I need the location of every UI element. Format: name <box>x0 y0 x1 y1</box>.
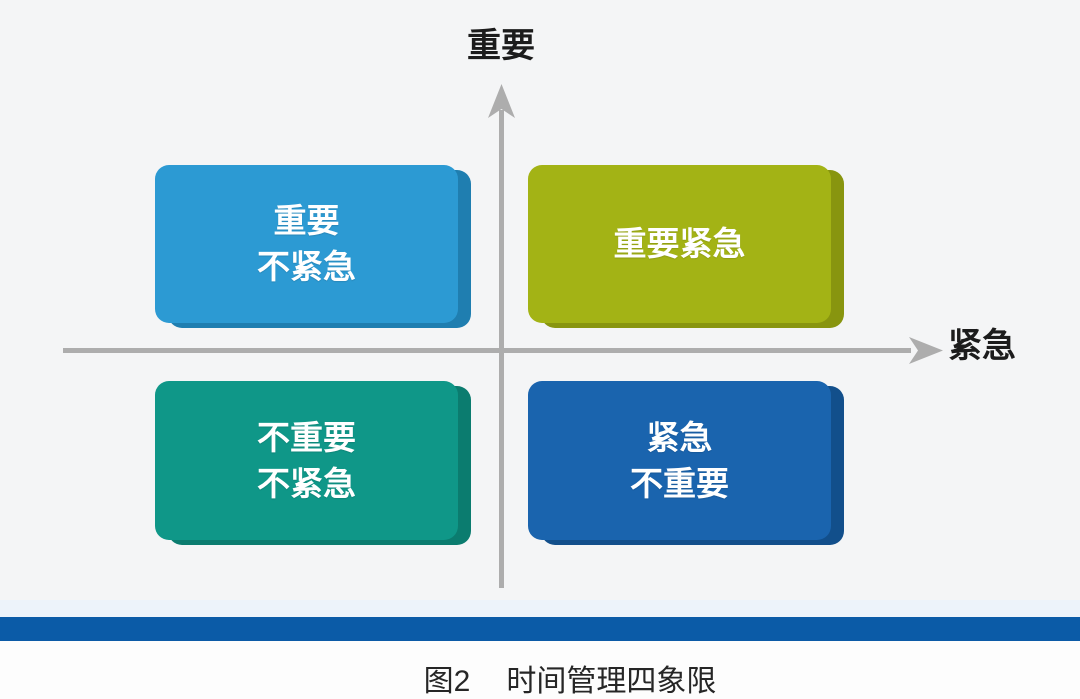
x-axis-label: 紧急 <box>948 327 1016 365</box>
figure-caption-title: 时间管理四象限 <box>506 665 717 698</box>
figure-caption-number: 图2 <box>423 665 471 698</box>
quadrant-important-not-urgent: 重要 不紧急 <box>155 165 471 328</box>
quadrant-front-face: 紧急 不重要 <box>528 381 831 540</box>
quadrant-label-line: 重要 <box>273 202 340 239</box>
quadrant-label-line: 紧急 <box>646 418 713 456</box>
quadrant-front-face: 重要紧急 <box>528 165 831 323</box>
figure-caption: 图2 时间管理四象限 <box>424 656 717 699</box>
arrow-up-icon <box>488 84 515 118</box>
quadrant-important-urgent: 重要紧急 <box>528 165 844 328</box>
caption-area <box>0 641 1080 699</box>
quadrant-label-line: 重要紧急 <box>613 225 746 262</box>
light-strip <box>0 600 1080 617</box>
quadrant-label-line: 不重要 <box>257 418 356 456</box>
quadrant-label-line: 不紧急 <box>257 248 356 285</box>
y-axis-label: 重要 <box>467 27 535 65</box>
x-axis-line <box>63 348 911 353</box>
quadrant-urgent-not-important: 紧急 不重要 <box>528 381 844 545</box>
quadrant-not-important-not-urgent: 不重要 不紧急 <box>155 381 471 545</box>
quadrant-label-line: 不紧急 <box>257 464 356 502</box>
quadrant-front-face: 重要 不紧急 <box>155 165 458 323</box>
quadrant-front-face: 不重要 不紧急 <box>155 381 458 540</box>
quadrant-label-line: 不重要 <box>630 464 729 502</box>
arrow-right-icon <box>909 337 943 364</box>
divider-bar <box>0 617 1080 641</box>
